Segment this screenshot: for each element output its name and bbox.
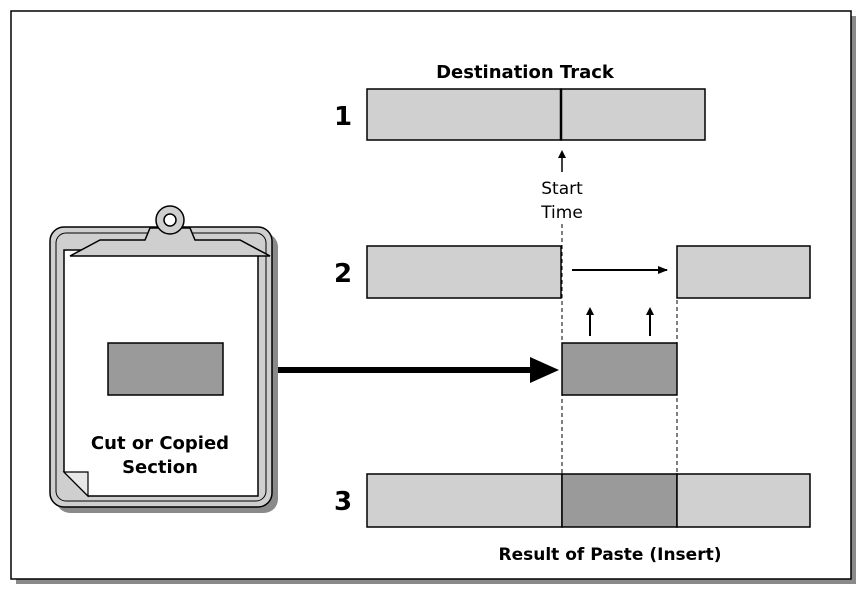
step-label-2: 2: [334, 259, 352, 289]
copied-section-block: [107, 342, 224, 396]
track-2-block-a: [366, 245, 562, 299]
track-1-block-b: [560, 88, 706, 141]
result-caption: Result of Paste (Insert): [498, 545, 721, 565]
clip-ring-hole: [163, 213, 177, 227]
paper-curl: [62, 471, 89, 498]
clipboard-icon: Cut or Copied Section: [49, 205, 278, 513]
pasted-section-block: [561, 342, 678, 396]
clipboard-clip: [69, 227, 271, 257]
track-3-pasted-block: [561, 473, 678, 528]
clipboard-label-line1: Cut or Copied: [91, 433, 229, 454]
destination-track: [366, 88, 706, 141]
track-3-block-a: [366, 473, 563, 528]
step-label-3: 3: [334, 487, 352, 517]
paste-arrow-head: [530, 357, 559, 383]
result-track: [366, 473, 811, 528]
start-time-label-line2: Time: [540, 203, 583, 223]
split-track: [366, 245, 811, 299]
diagram-title: Destination Track: [436, 62, 615, 83]
track-3-block-b: [676, 473, 811, 528]
track-1-block-a: [366, 88, 562, 141]
step-label-1: 1: [334, 102, 352, 132]
start-time-label-line1: Start: [541, 179, 583, 199]
track-2-block-b: [676, 245, 811, 299]
clipboard-label-line2: Section: [122, 457, 198, 478]
